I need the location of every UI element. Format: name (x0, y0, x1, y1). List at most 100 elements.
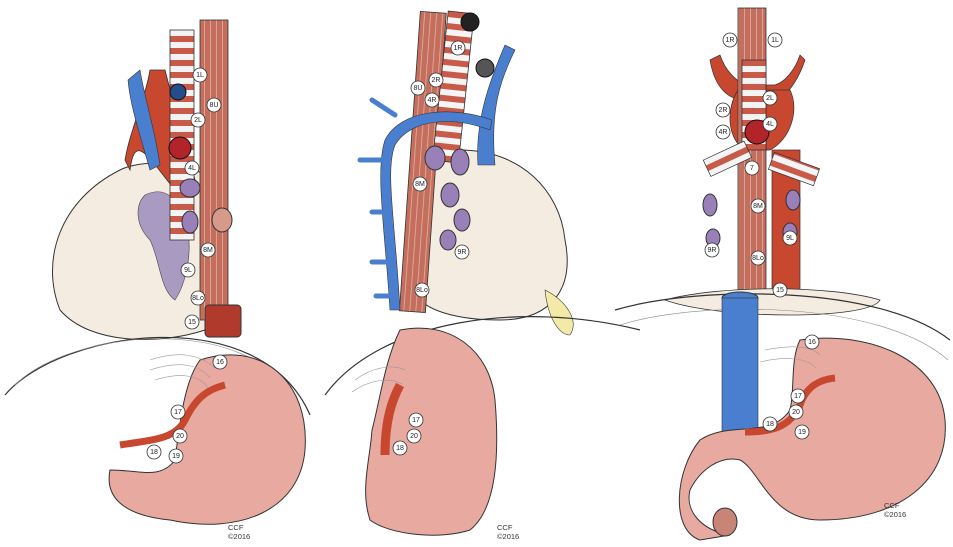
station-label-anterior-20: 20 (789, 405, 803, 419)
station-label-text: 8U (210, 102, 219, 109)
station-label-text: 9L (184, 267, 192, 274)
station-label-text: 8Lo (752, 255, 764, 262)
vessel-section (170, 84, 186, 100)
credit-text: CCF (497, 523, 513, 532)
station-label-text: 1L (196, 72, 204, 79)
station-label-text: 4L (188, 165, 196, 172)
station-label-text: 9R (458, 249, 467, 256)
station-label-text: 1R (726, 37, 735, 44)
lymph-node (451, 149, 469, 175)
station-label-anterior-7: 7 (745, 161, 759, 175)
station-label-anterior-8m: 8M (751, 199, 765, 213)
credit-text: ©2016 (228, 532, 250, 541)
station-label-anterior-9l: 9L (783, 231, 797, 245)
station-label-right-lateral-9r: 9R (455, 245, 469, 259)
station-label-anterior-17: 17 (791, 389, 805, 403)
station-label-text: 8Lo (416, 287, 428, 294)
station-label-anterior-4r: 4R (716, 125, 730, 139)
panel-anterior (615, 8, 950, 540)
station-label-text: 18 (396, 445, 404, 452)
station-label-text: 8U (414, 85, 423, 92)
station-label-left-lateral-4l: 4L (185, 161, 199, 175)
esophagus-stump (205, 305, 241, 337)
station-label-text: 2R (719, 107, 728, 114)
station-label-anterior-1r: 1R (723, 33, 737, 47)
trachea (170, 30, 194, 240)
diaphragm-inner (620, 309, 948, 360)
airway-section (461, 13, 479, 31)
station-label-right-lateral-8lo: 8Lo (415, 283, 429, 297)
station-label-text: 8Lo (192, 295, 204, 302)
station-label-text: 1L (771, 37, 779, 44)
station-label-text: 1R (454, 45, 463, 52)
lymph-node (182, 211, 198, 233)
lymph-node (440, 230, 456, 250)
station-label-left-lateral-15: 15 (185, 315, 199, 329)
panel-right-lateral (325, 11, 640, 535)
station-label-text: 4R (719, 129, 728, 136)
station-label-right-lateral-1r: 1R (451, 41, 465, 55)
station-label-text: 15 (188, 319, 196, 326)
station-label-text: 18 (766, 421, 774, 428)
station-label-right-lateral-20: 20 (407, 429, 421, 443)
station-label-text: 8M (753, 203, 763, 210)
station-label-text: 15 (776, 287, 784, 294)
station-label-text: 20 (176, 433, 184, 440)
credit-text: ©2016 (497, 532, 519, 541)
lymph-node (180, 179, 200, 197)
lymph-node (441, 183, 459, 207)
credit-text: ©2016 (884, 510, 906, 519)
esophagus (200, 20, 228, 320)
lymph-node (703, 194, 717, 216)
station-label-text: 2R (432, 77, 441, 84)
credit-text: CCF (884, 501, 900, 510)
station-label-text: 17 (794, 393, 802, 400)
station-label-anterior-15: 15 (773, 283, 787, 297)
station-label-right-lateral-8u: 8U (411, 81, 425, 95)
station-label-text: 20 (792, 409, 800, 416)
station-label-text: 19 (172, 453, 180, 460)
station-label-left-lateral-2l: 2L (191, 113, 205, 127)
station-label-anterior-16: 16 (805, 335, 819, 349)
station-label-text: 17 (412, 417, 420, 424)
station-label-text: 19 (798, 429, 806, 436)
station-label-left-lateral-1l: 1L (193, 68, 207, 82)
station-label-left-lateral-16: 16 (213, 355, 227, 369)
pylorus (713, 508, 737, 536)
station-label-text: 2L (766, 95, 774, 102)
station-label-text: 9R (708, 247, 717, 254)
station-label-anterior-19: 19 (795, 425, 809, 439)
lymph-node (786, 190, 800, 210)
station-label-text: 8M (415, 181, 425, 188)
station-label-left-lateral-18: 18 (147, 445, 161, 459)
station-label-anterior-8lo: 8Lo (751, 251, 765, 265)
station-label-right-lateral-18: 18 (393, 441, 407, 455)
station-label-text: 18 (150, 449, 158, 456)
station-label-text: 9L (786, 235, 794, 242)
station-label-anterior-18: 18 (763, 417, 777, 431)
station-label-right-lateral-8m: 8M (413, 177, 427, 191)
station-label-text: 4R (428, 97, 437, 104)
station-label-left-lateral-19: 19 (169, 449, 183, 463)
station-label-right-lateral-2r: 2R (429, 73, 443, 87)
credit-text: CCF (228, 523, 244, 532)
station-label-text: 16 (216, 359, 224, 366)
lymph-node (425, 146, 445, 170)
station-label-anterior-2l: 2L (763, 91, 777, 105)
lymph-node (212, 208, 232, 232)
station-label-left-lateral-8lo: 8Lo (191, 291, 205, 305)
vessel-section (169, 137, 191, 159)
station-label-left-lateral-17: 17 (171, 405, 185, 419)
station-label-left-lateral-20: 20 (173, 429, 187, 443)
station-label-text: 20 (410, 433, 418, 440)
station-label-right-lateral-17: 17 (409, 413, 423, 427)
station-label-text: 8M (203, 247, 213, 254)
station-label-anterior-4l: 4L (763, 117, 777, 131)
station-label-anterior-9r: 9R (705, 243, 719, 257)
station-label-text: 17 (174, 409, 182, 416)
station-label-right-lateral-4r: 4R (425, 93, 439, 107)
station-label-text: 4L (766, 121, 774, 128)
airway-section (476, 59, 494, 77)
station-label-text: 7 (750, 165, 754, 172)
